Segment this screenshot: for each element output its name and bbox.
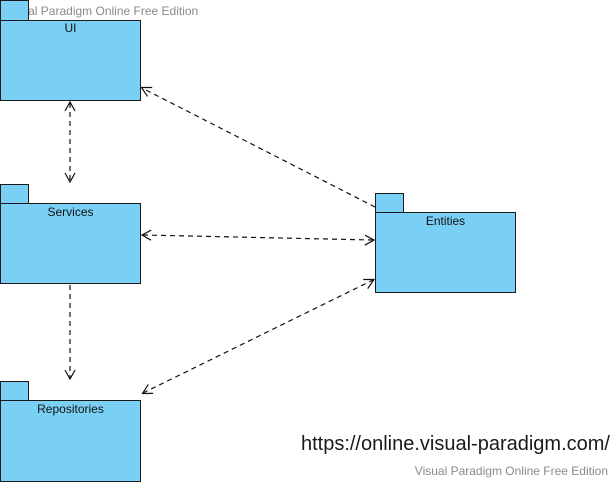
arrowhead bbox=[140, 86, 153, 97]
package-tab bbox=[375, 193, 404, 214]
dependency-ui-services[interactable] bbox=[64, 100, 76, 184]
arrowhead bbox=[141, 384, 154, 395]
package-tab bbox=[0, 381, 29, 402]
watermark-url: https://online.visual-paradigm.com/ bbox=[300, 433, 610, 455]
watermark-bottom: Visual Paradigm Online Free Edition bbox=[414, 464, 608, 478]
package-label-repositories: Repositories bbox=[37, 402, 104, 416]
dependency-services-entities[interactable] bbox=[140, 229, 376, 246]
package-body bbox=[375, 212, 516, 293]
watermark-top: Visual Paradigm Online Free Edition bbox=[5, 4, 199, 18]
dependency-entities-ui[interactable] bbox=[140, 86, 376, 208]
package-label-services: Services bbox=[47, 205, 94, 219]
arrowhead bbox=[140, 229, 152, 241]
arrowhead bbox=[364, 234, 376, 246]
arrowhead bbox=[64, 369, 76, 381]
dependency-services-repositories[interactable] bbox=[64, 285, 76, 381]
dependency-repositories-entities[interactable] bbox=[141, 278, 376, 395]
arrowhead bbox=[64, 100, 76, 112]
arrowhead bbox=[363, 278, 376, 289]
package-body bbox=[0, 20, 141, 101]
package-body bbox=[0, 400, 141, 482]
package-tab bbox=[0, 0, 29, 21]
package-label-ui: UI bbox=[64, 21, 77, 35]
package-tab bbox=[0, 184, 29, 205]
arrowhead bbox=[64, 172, 76, 184]
package-body bbox=[0, 203, 141, 284]
package-label-entities: Entities bbox=[425, 214, 466, 228]
